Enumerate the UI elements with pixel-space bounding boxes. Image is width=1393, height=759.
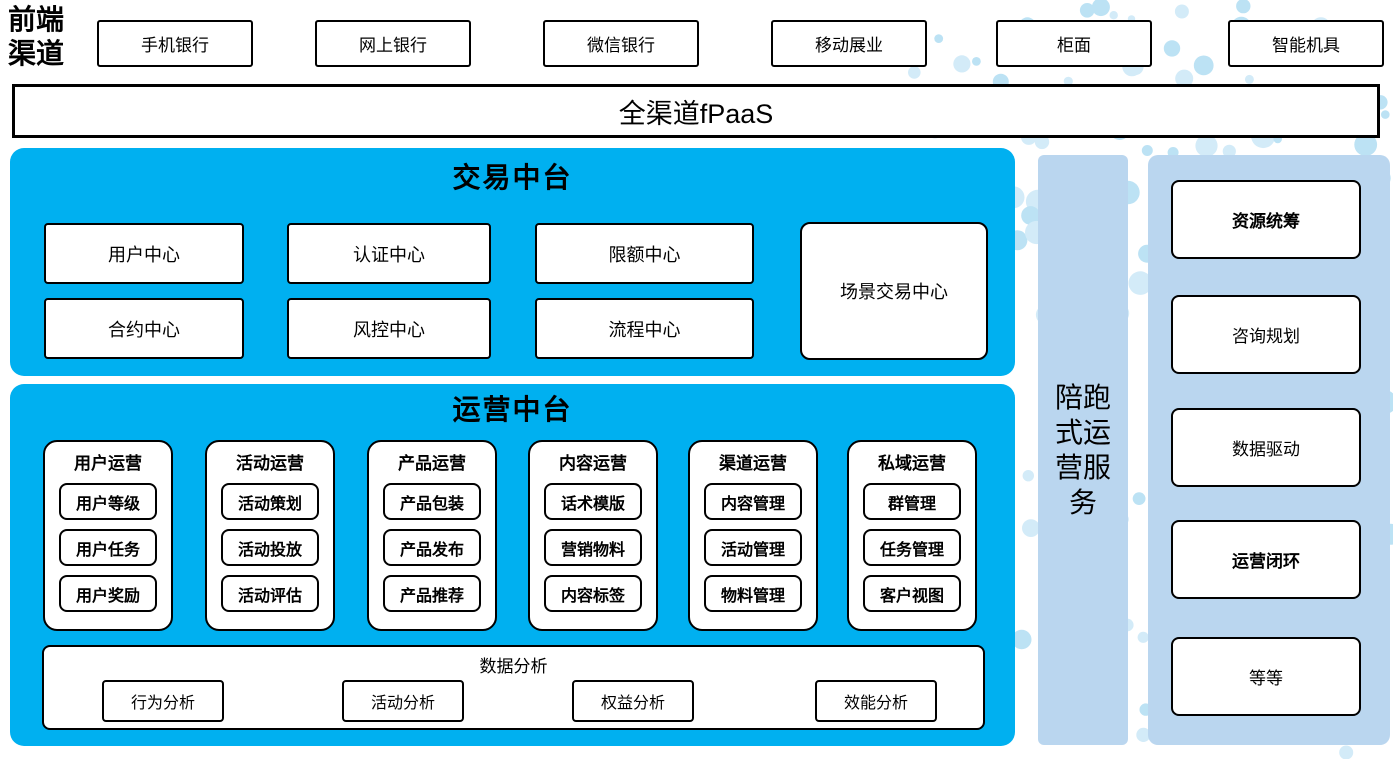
operation-item-box: 用户等级 <box>59 483 157 520</box>
trade-platform-panel: 交易中台 用户中心认证中心限额中心 合约中心风控中心流程中心 场景交易中心 <box>10 148 1015 376</box>
channel-box: 移动展业 <box>771 20 927 67</box>
operation-item-box: 产品发布 <box>383 529 481 566</box>
data-analysis-title: 数据分析 <box>479 657 548 676</box>
operation-item-box: 产品包装 <box>383 483 481 520</box>
operation-item-box: 活动评估 <box>221 575 319 612</box>
operation-group-title: 私域运营 <box>878 454 946 473</box>
operation-group-box: 活动运营 活动策划活动投放活动评估 <box>205 440 335 631</box>
operation-group-box: 私域运营 群管理任务管理客户视图 <box>847 440 977 631</box>
operation-item-box: 活动策划 <box>221 483 319 520</box>
trade-center-box: 限额中心 <box>535 223 754 284</box>
operation-item-box: 用户任务 <box>59 529 157 566</box>
operation-item-box: 物料管理 <box>704 575 802 612</box>
channel-box: 网上银行 <box>315 20 471 67</box>
operation-item-box: 产品推荐 <box>383 575 481 612</box>
fpaas-bar: 全渠道fPaaS <box>12 84 1380 138</box>
operation-item-box: 内容管理 <box>704 483 802 520</box>
front-channel-row: 手机银行 网上银行 微信银行 移动展业 柜面 智能机具 <box>0 20 1393 68</box>
channel-box: 手机银行 <box>97 20 253 67</box>
analysis-box: 活动分析 <box>342 680 464 722</box>
scenario-trade-center-box: 场景交易中心 <box>800 222 988 360</box>
service-item-box: 等等 <box>1171 637 1361 716</box>
operation-item-box: 群管理 <box>863 483 961 520</box>
operation-item-box: 话术模版 <box>544 483 642 520</box>
companion-service-panel: 资源统筹咨询规划数据驱动运营闭环等等 <box>1148 155 1390 745</box>
companion-service-band: 陪跑式运营服务 <box>1038 155 1128 745</box>
trade-platform-title: 交易中台 <box>452 162 573 193</box>
operation-item-box: 内容标签 <box>544 575 642 612</box>
service-item-box: 咨询规划 <box>1171 295 1361 374</box>
operation-group-title: 用户运营 <box>74 454 142 473</box>
operation-group-box: 内容运营 话术模版营销物料内容标签 <box>528 440 658 631</box>
analysis-box: 行为分析 <box>102 680 224 722</box>
operation-group-box: 用户运营 用户等级用户任务用户奖励 <box>43 440 173 631</box>
service-item-box: 数据驱动 <box>1171 408 1361 487</box>
operation-group-title: 渠道运营 <box>719 454 787 473</box>
operation-group-title: 内容运营 <box>559 454 627 473</box>
operation-platform-panel: 运营中台 用户运营 用户等级用户任务用户奖励 活动运营 活动策划活动投放活动评估… <box>10 384 1015 746</box>
operation-platform-title: 运营中台 <box>452 394 573 425</box>
operation-item-box: 客户视图 <box>863 575 961 612</box>
operation-group-title: 产品运营 <box>398 454 466 473</box>
analysis-box: 权益分析 <box>572 680 694 722</box>
analysis-box: 效能分析 <box>815 680 937 722</box>
trade-center-box: 风控中心 <box>287 298 491 359</box>
front-channel-label-line2: 渠道 <box>8 39 65 70</box>
operation-item-box: 任务管理 <box>863 529 961 566</box>
operation-item-box: 活动投放 <box>221 529 319 566</box>
trade-center-box: 合约中心 <box>44 298 244 359</box>
companion-service-label: 陪跑式运营服务 <box>1054 382 1111 518</box>
trade-center-box: 认证中心 <box>287 223 491 284</box>
operation-group-title: 活动运营 <box>236 454 304 473</box>
front-channel-label: 前端 渠道 <box>8 4 88 72</box>
front-channel-label-line1: 前端 <box>8 5 65 36</box>
service-item-box: 资源统筹 <box>1171 180 1361 259</box>
operation-group-box: 产品运营 产品包装产品发布产品推荐 <box>367 440 497 631</box>
operation-item-box: 营销物料 <box>544 529 642 566</box>
trade-center-box: 流程中心 <box>535 298 754 359</box>
operation-group-box: 渠道运营 内容管理活动管理物料管理 <box>688 440 818 631</box>
operation-item-box: 活动管理 <box>704 529 802 566</box>
data-analysis-strip: 数据分析 行为分析 活动分析 权益分析 效能分析 <box>42 645 985 730</box>
service-item-box: 运营闭环 <box>1171 520 1361 599</box>
channel-box: 柜面 <box>996 20 1152 67</box>
operation-item-box: 用户奖励 <box>59 575 157 612</box>
channel-box: 智能机具 <box>1228 20 1384 67</box>
trade-center-box: 用户中心 <box>44 223 244 284</box>
channel-box: 微信银行 <box>543 20 699 67</box>
